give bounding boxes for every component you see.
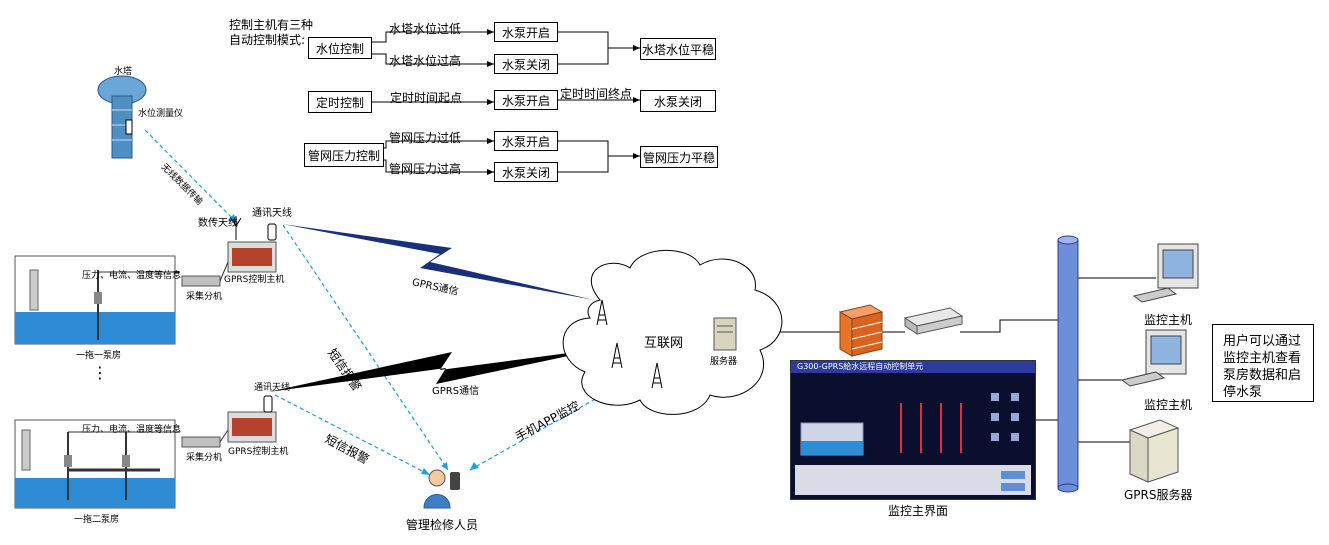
tower-label: 水塔 bbox=[114, 67, 133, 77]
server-icon bbox=[713, 317, 737, 351]
cond-time-end: 定时时间终点 bbox=[560, 87, 633, 101]
result-pressure-stable: 管网压力平稳 bbox=[640, 146, 718, 168]
monitor-screen: G300-GPRS給水远程自动控制单元 bbox=[790, 360, 1036, 500]
pump-room-1 bbox=[14, 255, 180, 345]
gprs-host-1-label: GPRS控制主机 bbox=[224, 275, 285, 285]
result-pump-off: 水泵关闭 bbox=[640, 90, 716, 112]
monitor-host-1-icon bbox=[1132, 243, 1199, 303]
gprs-host-2-icon bbox=[227, 411, 277, 443]
info-label-2: 压力、电流、温度等信息 bbox=[82, 425, 182, 435]
gprs-host-2-label: GPRS控制主机 bbox=[228, 447, 289, 457]
monitor-host-1-label: 监控主机 bbox=[1144, 313, 1193, 327]
cond-low-level: 水塔水位过低 bbox=[389, 22, 462, 36]
intro-line-1: 控制主机有三种 bbox=[229, 18, 314, 32]
server-label: 服务器 bbox=[710, 357, 738, 367]
water-tower-icon bbox=[97, 75, 147, 159]
info-label-1: 压力、电流、温度等信息 bbox=[82, 271, 182, 281]
continuation-dots: ⋮ bbox=[92, 363, 108, 382]
tower-icon bbox=[596, 299, 663, 389]
action-pump-off-3: 水泵关闭 bbox=[494, 162, 558, 182]
backbone-pipe bbox=[1057, 235, 1079, 493]
action-pump-on-2: 水泵开启 bbox=[494, 90, 558, 110]
antenna-icon bbox=[230, 216, 242, 240]
mode-pressure: 管网压力控制 bbox=[304, 143, 384, 167]
staff-icon bbox=[423, 469, 460, 509]
monitor-host-2-label: 监控主机 bbox=[1144, 398, 1193, 412]
screen-title: G300-GPRS給水远程自动控制单元 bbox=[791, 361, 1035, 373]
user-note: 用户可以通过监控主机查看泵房数据和启停水泵 bbox=[1212, 324, 1314, 402]
cond-low-pressure: 管网压力过低 bbox=[389, 131, 462, 145]
gprs-label-2: GPRS通信 bbox=[432, 386, 480, 397]
intro-line-2: 自动控制模式: bbox=[229, 33, 306, 47]
comm-antenna-label: 通讯天线 bbox=[252, 208, 292, 219]
monitor-host-2-icon bbox=[1120, 329, 1187, 387]
result-level-stable: 水塔水位平稳 bbox=[640, 38, 716, 60]
pump-room-1-label: 一拖一泵房 bbox=[76, 351, 122, 361]
action-pump-off-1: 水泵关闭 bbox=[494, 54, 558, 74]
collector-1-icon bbox=[181, 275, 221, 287]
data-antenna-label: 数传天线 bbox=[198, 218, 238, 229]
comm-antenna-2-label: 通讯天线 bbox=[254, 383, 291, 393]
collector-2-label: 采集分机 bbox=[186, 453, 223, 463]
gprs-server-label: GPRS服务器 bbox=[1124, 488, 1193, 502]
cond-time-start: 定时时间起点 bbox=[390, 91, 463, 105]
comm-antenna-2-icon bbox=[263, 395, 273, 413]
switch-icon bbox=[903, 307, 964, 335]
pump-room-2-label: 一拖二泵房 bbox=[74, 515, 120, 525]
gprs-server-icon bbox=[1128, 419, 1180, 483]
level-meter-label: 水位测量仪 bbox=[138, 109, 184, 119]
action-pump-on-3: 水泵开启 bbox=[494, 131, 558, 151]
internet-label: 互联网 bbox=[644, 336, 684, 351]
action-pump-on-1: 水泵开启 bbox=[494, 22, 558, 42]
comm-antenna-1-icon bbox=[267, 223, 277, 241]
cond-high-level: 水塔水位过高 bbox=[389, 54, 462, 68]
mode-timer: 定时控制 bbox=[308, 91, 372, 113]
gprs-host-1-icon bbox=[227, 241, 277, 273]
collector-1-label: 采集分机 bbox=[186, 292, 223, 302]
mode-water-level: 水位控制 bbox=[308, 37, 372, 59]
firewall-icon bbox=[838, 304, 884, 357]
staff-label: 管理检修人员 bbox=[406, 518, 479, 532]
screen-content bbox=[795, 393, 1031, 495]
screen-caption: 监控主界面 bbox=[888, 504, 949, 518]
collector-2-icon bbox=[181, 436, 221, 448]
cond-high-pressure: 管网压力过高 bbox=[389, 162, 462, 176]
pump-room-2 bbox=[14, 419, 180, 509]
